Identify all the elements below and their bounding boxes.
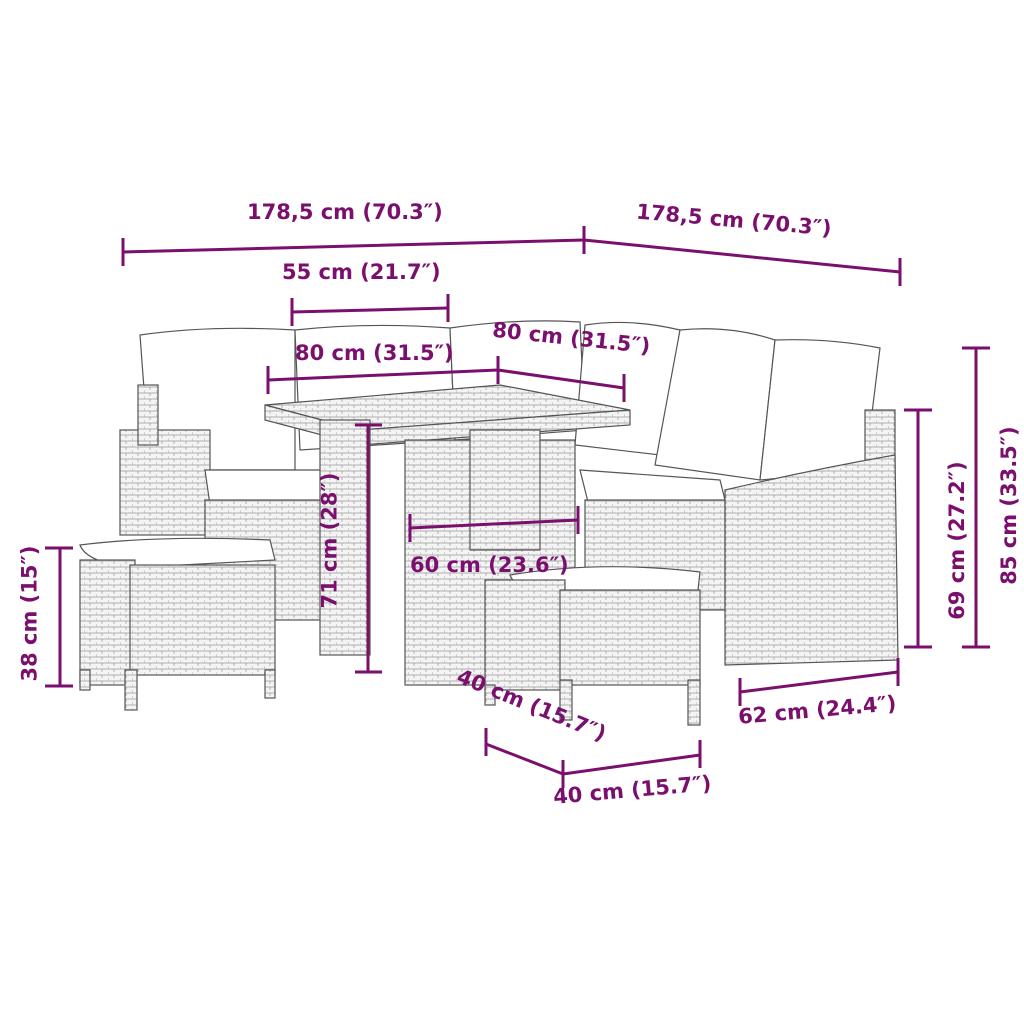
dim-stool-height: 38 cm (15″) [17,545,42,682]
dim-back-height: 85 cm (33.5″) [996,426,1021,585]
dimension-lines [45,226,990,788]
dim-armrest-height: 69 cm (27.2″) [944,461,969,620]
dim-table-depth: 80 cm (31.5″) [295,341,454,365]
left-footstool [79,537,276,711]
dim-table-inner-width: 60 cm (23.6″) [410,553,569,577]
center-footstool [484,566,701,726]
right-sofa [574,321,899,666]
dim-seat-width: 55 cm (21.7″) [282,260,441,284]
dim-table-height: 71 cm (28″) [317,472,342,609]
dim-sofa-left-length: 178,5 cm (70.3″) [247,200,443,224]
